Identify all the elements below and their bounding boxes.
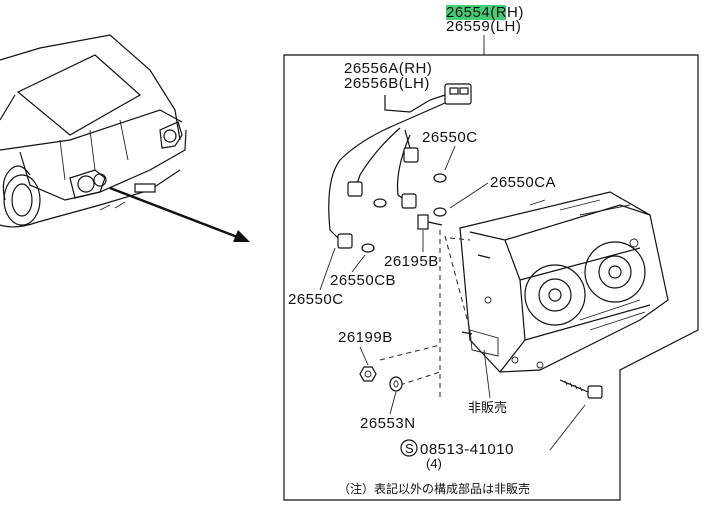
assembly-part-rh[interactable]: 26554(RH) xyxy=(446,4,524,21)
wiring-harness xyxy=(328,83,472,249)
washer-icon xyxy=(389,376,403,392)
label-26550c-top[interactable]: 26550C xyxy=(422,129,478,146)
label-26550ca[interactable]: 26550CA xyxy=(490,174,556,191)
assembly-boundary xyxy=(283,54,699,501)
assembly-part-lh[interactable]: 26559(LH) xyxy=(446,18,521,35)
label-26553n[interactable]: 26553N xyxy=(360,415,416,432)
label-quantity: (4) xyxy=(426,456,442,471)
screw-icon xyxy=(417,214,443,230)
label-26550c-bottom[interactable]: 26550C xyxy=(288,291,344,308)
label-26550cb[interactable]: 26550CB xyxy=(330,272,396,289)
label-26195b[interactable]: 26195B xyxy=(384,253,439,270)
nut-icon xyxy=(359,366,377,382)
guide-lines xyxy=(379,230,471,400)
part-highlight xyxy=(446,5,506,20)
tail-lamp-assembly xyxy=(459,191,669,373)
car-rear-illustration xyxy=(0,34,187,228)
label-not-sold: 非販売 xyxy=(468,400,507,415)
bulb-icons xyxy=(361,173,447,253)
harness-part-rh[interactable]: 26556A(RH) xyxy=(344,60,432,77)
label-26199b[interactable]: 26199B xyxy=(338,329,393,346)
label-08513-41010[interactable]: 08513-41010 xyxy=(420,441,514,458)
harness-part-lh[interactable]: 26556B(LH) xyxy=(344,75,430,92)
reference-arrow xyxy=(109,186,250,242)
standard-part-symbol xyxy=(400,439,418,457)
footnote: （注）表記以外の構成部品は非販売 xyxy=(338,481,530,496)
standard-symbol-letter: S xyxy=(405,441,414,456)
bolt-icon xyxy=(559,379,603,399)
